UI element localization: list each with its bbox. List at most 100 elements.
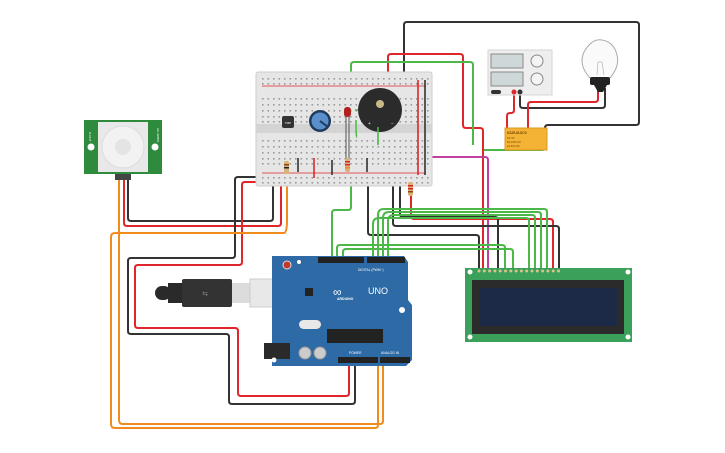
breadboard-hole — [350, 146, 352, 148]
wire-green-lcd-4[interactable] — [372, 217, 530, 268]
wire-magenta[interactable] — [318, 156, 489, 268]
breadboard-hole — [273, 182, 275, 184]
breadboard-hole — [317, 104, 319, 106]
breadboard-hole — [295, 121, 297, 123]
buzzer[interactable]: + − — [355, 88, 402, 138]
led[interactable] — [344, 107, 351, 165]
arduino-uno[interactable]: DIGITAL (PWM~) POWER ANALOG IN ∞ ARDUINO… — [264, 256, 412, 366]
breadboard-hole — [383, 163, 385, 165]
wire-bb-red-arduino[interactable] — [134, 181, 350, 397]
resistor-3[interactable] — [408, 182, 413, 196]
wire-green-top[interactable] — [350, 61, 474, 145]
wire-red-top[interactable] — [387, 53, 484, 268]
breadboard-hole — [328, 182, 330, 184]
breadboard-hole — [416, 98, 418, 100]
breadboard[interactable] — [255, 71, 433, 187]
wire-black-psu[interactable] — [519, 88, 606, 109]
wire-red-lamp[interactable] — [527, 88, 599, 128]
breadboard-hole — [295, 83, 297, 85]
breadboard-hole — [333, 104, 336, 106]
wire-orange-2[interactable] — [118, 292, 384, 425]
wire-green-lcd-2[interactable] — [382, 211, 542, 268]
breadboard-hole — [355, 182, 358, 184]
wire-black-lcd-1[interactable] — [392, 170, 560, 268]
wire-red-psu[interactable] — [506, 93, 515, 128]
breadboard-hole — [333, 121, 336, 123]
breadboard-hole — [427, 83, 429, 85]
analog-label: ANALOG IN — [381, 351, 400, 355]
breadboard-hole — [383, 152, 385, 154]
breadboard-hole — [355, 83, 358, 85]
breadboard-hole — [344, 83, 347, 85]
breadboard-hole — [339, 163, 341, 165]
wire-pir-black[interactable] — [127, 178, 274, 222]
breadboard-hole — [350, 98, 352, 100]
temperature-sensor[interactable]: TMP — [282, 116, 294, 128]
breadboard-hole — [388, 152, 391, 154]
wire-pir-red[interactable] — [123, 180, 282, 227]
wire-bb-black-arduino[interactable] — [127, 176, 356, 405]
breadboard-hole — [295, 98, 297, 100]
pir-sensor[interactable]: D-OUT HC-SR501 — [84, 120, 162, 180]
lcd-16x2[interactable] — [465, 268, 632, 342]
breadboard-hole — [410, 121, 413, 123]
breadboard-hole — [383, 146, 385, 148]
breadboard-hole — [377, 163, 380, 165]
relay[interactable]: KS2E-M-DC5 DC 5V 5A 125V AC 2A 30V DC — [504, 127, 548, 151]
breadboard-hole — [399, 140, 402, 142]
potentiometer[interactable] — [309, 110, 331, 132]
breadboard-hole — [262, 163, 264, 165]
breadboard-hole — [366, 152, 369, 154]
breadboard-hole — [278, 152, 281, 154]
breadboard-hole — [372, 177, 374, 179]
light-bulb[interactable] — [581, 39, 619, 92]
breadboard-hole — [284, 152, 286, 154]
wire-green-lcd-1[interactable] — [377, 208, 548, 268]
breadboard-hole — [421, 152, 424, 154]
lcd-pin — [509, 269, 513, 273]
breadboard-hole — [344, 158, 347, 160]
breadboard-hole — [405, 182, 407, 184]
breadboard-hole — [388, 78, 391, 80]
wire-green-bb-arduino[interactable] — [331, 170, 352, 258]
breadboard-hole — [262, 158, 264, 160]
relay-model: KS2E-M-DC5 — [507, 131, 527, 135]
wire-lamp-loop[interactable] — [403, 21, 640, 130]
breadboard-hole — [344, 182, 347, 184]
breadboard-hole — [295, 104, 297, 106]
breadboard-hole — [322, 83, 325, 85]
breadboard-jumpers — [297, 80, 426, 178]
breadboard-hole — [262, 140, 264, 142]
wire-green-lcd-5[interactable] — [336, 244, 506, 268]
breadboard-hole — [399, 152, 402, 154]
breadboard-hole — [405, 163, 407, 165]
breadboard-hole — [410, 158, 413, 160]
wire-green-lcd-6[interactable] — [342, 248, 514, 268]
wire-black-lcd-2[interactable] — [367, 170, 480, 268]
breadboard-hole — [306, 83, 308, 85]
breadboard-hole — [355, 152, 358, 154]
breadboard-hole — [410, 110, 413, 112]
breadboard-hole — [394, 83, 396, 85]
breadboard-hole — [273, 146, 275, 148]
resistor-1[interactable] — [284, 161, 289, 174]
breadboard-hole — [289, 110, 292, 112]
breadboard-hole — [416, 158, 418, 160]
power-supply[interactable] — [487, 49, 553, 96]
breadboard-hole — [399, 163, 402, 165]
breadboard-hole — [339, 110, 341, 112]
resistor-2[interactable] — [345, 158, 350, 172]
breadboard-hole — [262, 182, 264, 184]
breadboard-hole — [262, 104, 264, 106]
breadboard-hole — [405, 152, 407, 154]
breadboard-hole — [306, 98, 308, 100]
breadboard-hole — [421, 78, 424, 80]
breadboard-hole — [306, 177, 308, 179]
breadboard-hole — [267, 140, 270, 142]
breadboard-hole — [427, 116, 429, 118]
usb-cable[interactable]: ⇆ — [155, 278, 275, 308]
breadboard-hole — [300, 116, 303, 118]
wire-orange-1[interactable] — [110, 165, 379, 429]
breadboard-hole — [317, 78, 319, 80]
breadboard-hole — [273, 98, 275, 100]
